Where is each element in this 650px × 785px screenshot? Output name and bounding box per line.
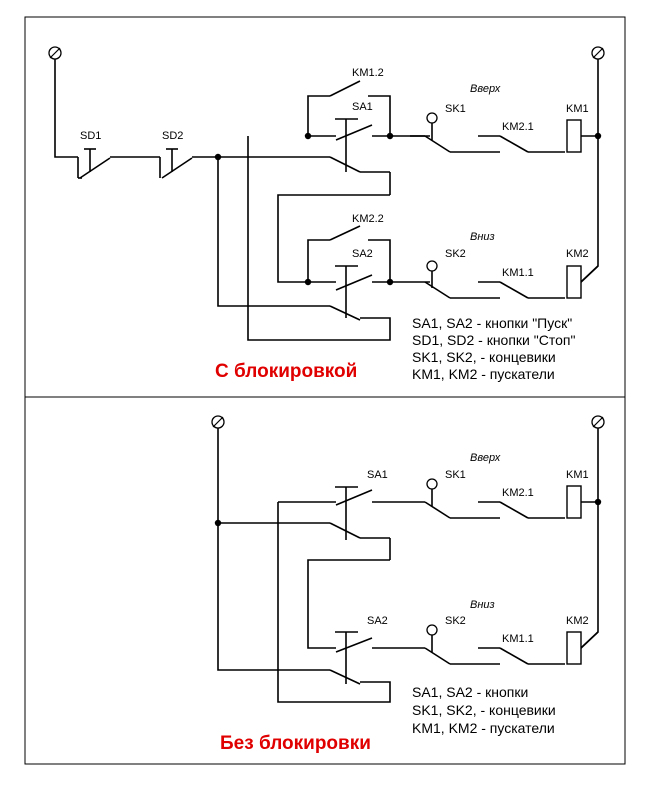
- sk1-limit-switch: [424, 112, 500, 153]
- legend-bottom-line-3: KM1, KM2 - пускатели: [412, 720, 555, 736]
- label-km12: KM1.2: [352, 67, 384, 79]
- legend-bottom-line-2: SK1, SK2, - концевики: [412, 702, 556, 718]
- sd2-stop-button: [159, 148, 218, 179]
- bottom-circuit: [211, 415, 605, 703]
- km21-contact: [499, 135, 565, 153]
- label-sa2-bottom: SA2: [367, 615, 388, 627]
- label-down-bottom: Вниз: [470, 599, 495, 611]
- label-sk1-top: SK1: [445, 103, 466, 115]
- km11-contact: [499, 281, 565, 299]
- label-up-bottom: Вверх: [470, 452, 501, 464]
- sa2-button-bottom: [329, 631, 373, 685]
- label-km21-top: KM2.1: [502, 121, 534, 133]
- label-up-top: Вверх: [470, 83, 501, 95]
- legend-top-line-3: SK1, SK2, - концевики: [412, 349, 556, 365]
- label-sk1-bottom: SK1: [445, 469, 466, 481]
- sd1-stop-button: [77, 148, 160, 179]
- km1-coil-bottom: [566, 485, 582, 519]
- label-km11-bottom: KM1.1: [502, 633, 534, 645]
- legend-bottom-line-1: SA1, SA2 - кнопки: [412, 684, 528, 700]
- sk2-limit-switch-bottom: [424, 624, 500, 665]
- label-sd1: SD1: [80, 130, 101, 142]
- label-km2-bottom: KM2: [566, 615, 589, 627]
- bottom-panel-frame: [24, 396, 626, 765]
- top-panel-title: С блокировкой: [215, 361, 357, 382]
- label-sd2: SD2: [162, 130, 183, 142]
- label-sa2-top: SA2: [352, 248, 373, 260]
- km2-coil: [566, 265, 582, 299]
- km21-contact-bottom: [478, 501, 565, 519]
- legend-top-line-1: SA1, SA2 - кнопки "Пуск": [412, 315, 572, 331]
- sa1-button-bottom: [329, 486, 391, 560]
- label-sk2-top: SK2: [445, 248, 466, 260]
- label-km11-top: KM1.1: [502, 267, 534, 279]
- legend-top-line-4: KM1, KM2 - пускатели: [412, 366, 555, 382]
- km11-contact-bottom: [478, 647, 565, 665]
- label-km1-bottom: KM1: [566, 469, 589, 481]
- km1-coil: [566, 119, 582, 153]
- label-sk2-bottom: SK2: [445, 615, 466, 627]
- label-down-top: Вниз: [470, 231, 495, 243]
- label-km2-top: KM2: [566, 248, 589, 260]
- bottom-panel-title: Без блокировки: [220, 733, 371, 754]
- legend-top-line-2: SD1, SD2 - кнопки "Стоп": [412, 332, 575, 348]
- sk2-limit-switch: [424, 260, 500, 299]
- label-sa1-bottom: SA1: [367, 469, 388, 481]
- label-km1-top: KM1: [566, 103, 589, 115]
- sa2-start-button: [329, 265, 373, 321]
- sk1-limit-switch-bottom: [424, 478, 500, 519]
- label-km22: KM2.2: [352, 213, 384, 225]
- km2-coil-bottom: [566, 631, 582, 665]
- label-sa1-top: SA1: [352, 101, 373, 113]
- sa1-start-button: [329, 118, 391, 195]
- label-km21-bottom: KM2.1: [502, 487, 534, 499]
- top-circuit: [48, 46, 605, 341]
